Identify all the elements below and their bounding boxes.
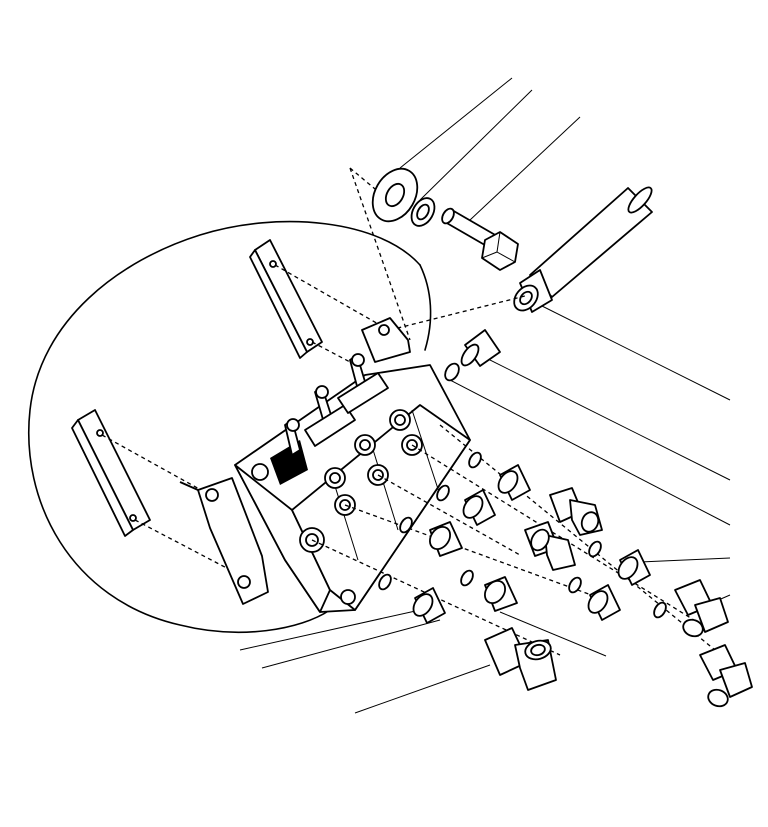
straight-fitting xyxy=(587,584,621,621)
spool-levers xyxy=(284,353,389,456)
hex-bolt xyxy=(441,207,519,271)
spacer-block-upper xyxy=(249,239,323,359)
leader-line xyxy=(354,664,491,714)
straight-fitting xyxy=(460,329,501,367)
leader-line xyxy=(499,611,607,657)
o-rings xyxy=(378,362,667,619)
assembly-outline-upper xyxy=(419,264,432,351)
leader-line xyxy=(261,619,441,669)
leader-line xyxy=(529,299,731,401)
straight-fitting xyxy=(617,549,651,586)
leader-line xyxy=(469,116,581,221)
elbow-fitting xyxy=(699,644,753,708)
assembly-outline xyxy=(28,220,421,633)
leader-line xyxy=(639,557,731,563)
plug xyxy=(429,521,463,557)
spacer-block-lower xyxy=(71,409,151,537)
control-valve-body xyxy=(179,317,471,613)
straight-fitting xyxy=(462,489,496,526)
leader-lines xyxy=(239,77,731,714)
mount-dash-lines xyxy=(101,264,526,576)
flat-washer xyxy=(371,167,419,223)
elbow-fitting xyxy=(674,579,729,638)
straight-fitting xyxy=(497,464,531,501)
elbow-fitting xyxy=(524,521,576,571)
plug xyxy=(484,576,518,612)
straight-fitting xyxy=(412,587,446,624)
leader-line xyxy=(419,89,533,201)
elbow-fitting xyxy=(549,487,603,536)
leader-line xyxy=(449,379,731,526)
elbow-fitting-large xyxy=(484,627,557,691)
hydraulic-tube xyxy=(513,186,653,313)
elbow-fittings xyxy=(484,487,753,708)
straight-fittings xyxy=(412,329,651,624)
leader-line xyxy=(469,349,731,481)
lock-washer xyxy=(410,197,436,227)
leader-line xyxy=(399,77,513,169)
leader-line xyxy=(239,609,421,651)
